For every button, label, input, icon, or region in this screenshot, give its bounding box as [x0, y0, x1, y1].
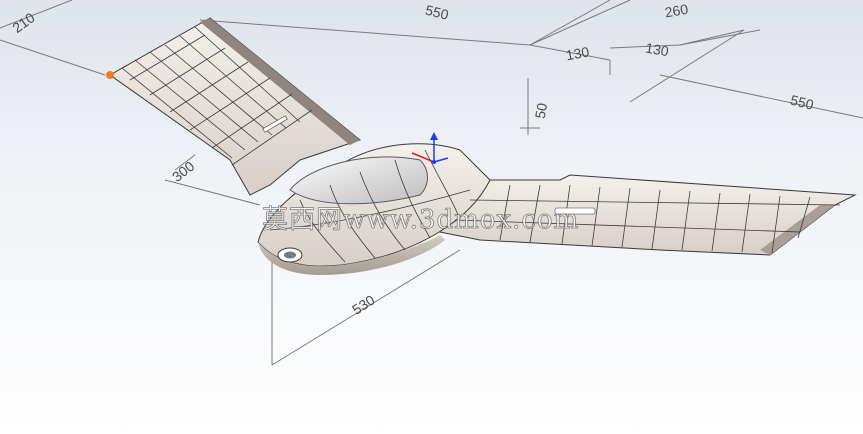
watermark: 莫西网www.3dmox.com	[262, 205, 579, 235]
right-wing-underside	[760, 205, 835, 255]
canopy	[289, 156, 428, 205]
origin-point-marker[interactable]	[106, 71, 114, 79]
dim-label-inner-right: 130	[644, 40, 670, 60]
left-wing-trailing-edge	[200, 18, 360, 145]
dim-label-fuselage-length: 530	[349, 292, 377, 318]
fuselage-frames	[269, 149, 471, 263]
dim-label-right-span: 550	[789, 92, 816, 113]
axis-triad	[411, 132, 449, 164]
left-wing-ribs	[121, 26, 313, 166]
dim-label-inner-left: 130	[565, 43, 591, 63]
dim-label-left-chord: 300	[169, 158, 197, 185]
dimension-lines	[0, 0, 863, 366]
left-aileron-slot	[262, 115, 288, 133]
dim-label-height: 50	[532, 101, 550, 119]
nose-intake-inner	[284, 251, 296, 259]
dim-label-wingspan-top: 550	[424, 2, 451, 23]
dim-label-root-chord: 210	[9, 9, 37, 36]
fuselage-belly	[258, 235, 445, 275]
right-wing-ribs	[454, 184, 841, 254]
dim-label-tip-chord: 260	[663, 1, 689, 21]
right-aileron-slot	[554, 207, 596, 215]
aircraft-model[interactable]	[109, 17, 857, 275]
